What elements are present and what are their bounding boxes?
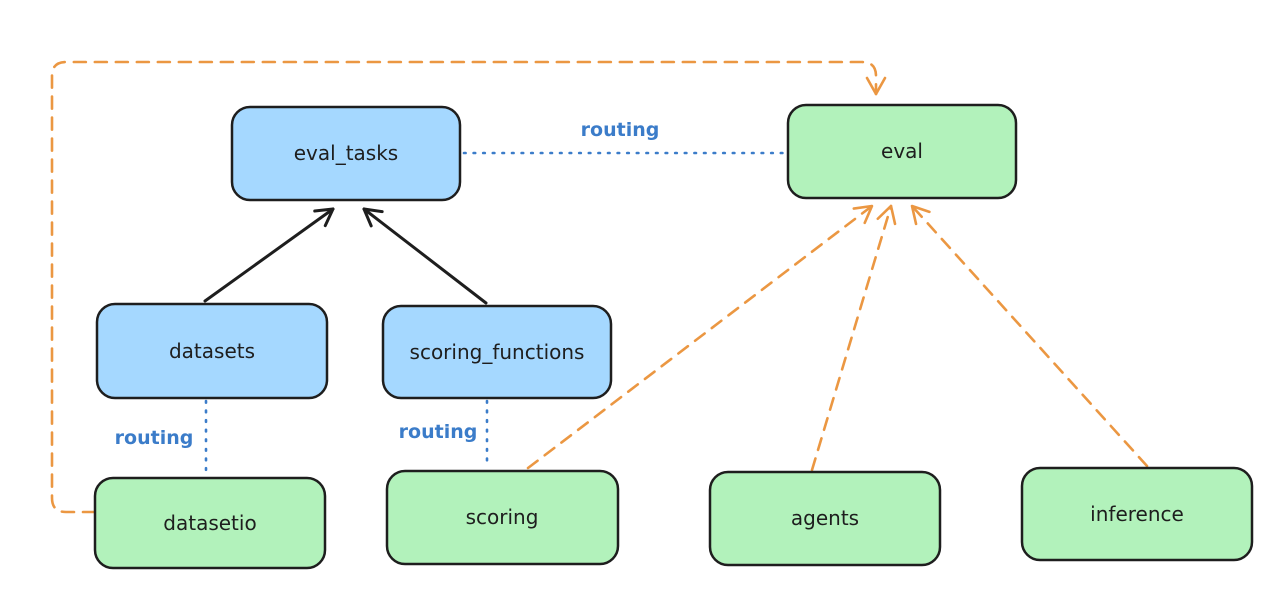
node-scoring-functions-box: [381, 304, 613, 400]
routing-label-datasets-datasetio: routing: [115, 427, 194, 449]
node-datasetio-box: [93, 476, 327, 570]
node-datasets-label: datasets: [169, 339, 255, 363]
node-datasets-box: [95, 302, 329, 400]
node-scoring-box: [385, 469, 620, 566]
node-inference-box: [1020, 466, 1254, 562]
node-eval-box: [786, 103, 1018, 200]
node-datasets: datasets: [95, 302, 329, 400]
node-agents-box: [708, 470, 942, 567]
edge-scoring-to-eval: [526, 204, 874, 470]
node-inference-label: inference: [1090, 502, 1184, 526]
edge-datasetio-to-eval: [50, 60, 887, 514]
node-agents: agents: [708, 470, 942, 567]
node-eval-tasks: eval_tasks: [230, 105, 462, 202]
edge-datasets-to-eval-tasks: [203, 207, 335, 303]
edge-agents-to-eval: [810, 204, 897, 472]
node-eval-label: eval: [881, 139, 923, 163]
node-scoring-functions: scoring_functions: [381, 304, 613, 400]
node-eval: eval: [786, 103, 1018, 200]
node-datasetio: datasetio: [93, 476, 327, 570]
edge-scoring-functions-to-eval-tasks: [362, 207, 488, 305]
node-scoring: scoring: [385, 469, 620, 566]
node-eval-tasks-label: eval_tasks: [294, 141, 398, 165]
node-agents-label: agents: [791, 506, 859, 530]
routing-label-scoring-functions-scoring: routing: [399, 421, 478, 443]
node-scoring-label: scoring: [466, 505, 539, 529]
node-datasetio-label: datasetio: [163, 511, 256, 535]
node-eval-tasks-box: [230, 105, 462, 202]
node-scoring-functions-label: scoring_functions: [410, 340, 585, 364]
edge-inference-to-eval: [910, 204, 1149, 468]
node-inference: inference: [1020, 466, 1254, 562]
routing-label-eval-tasks-eval: routing: [581, 119, 660, 141]
